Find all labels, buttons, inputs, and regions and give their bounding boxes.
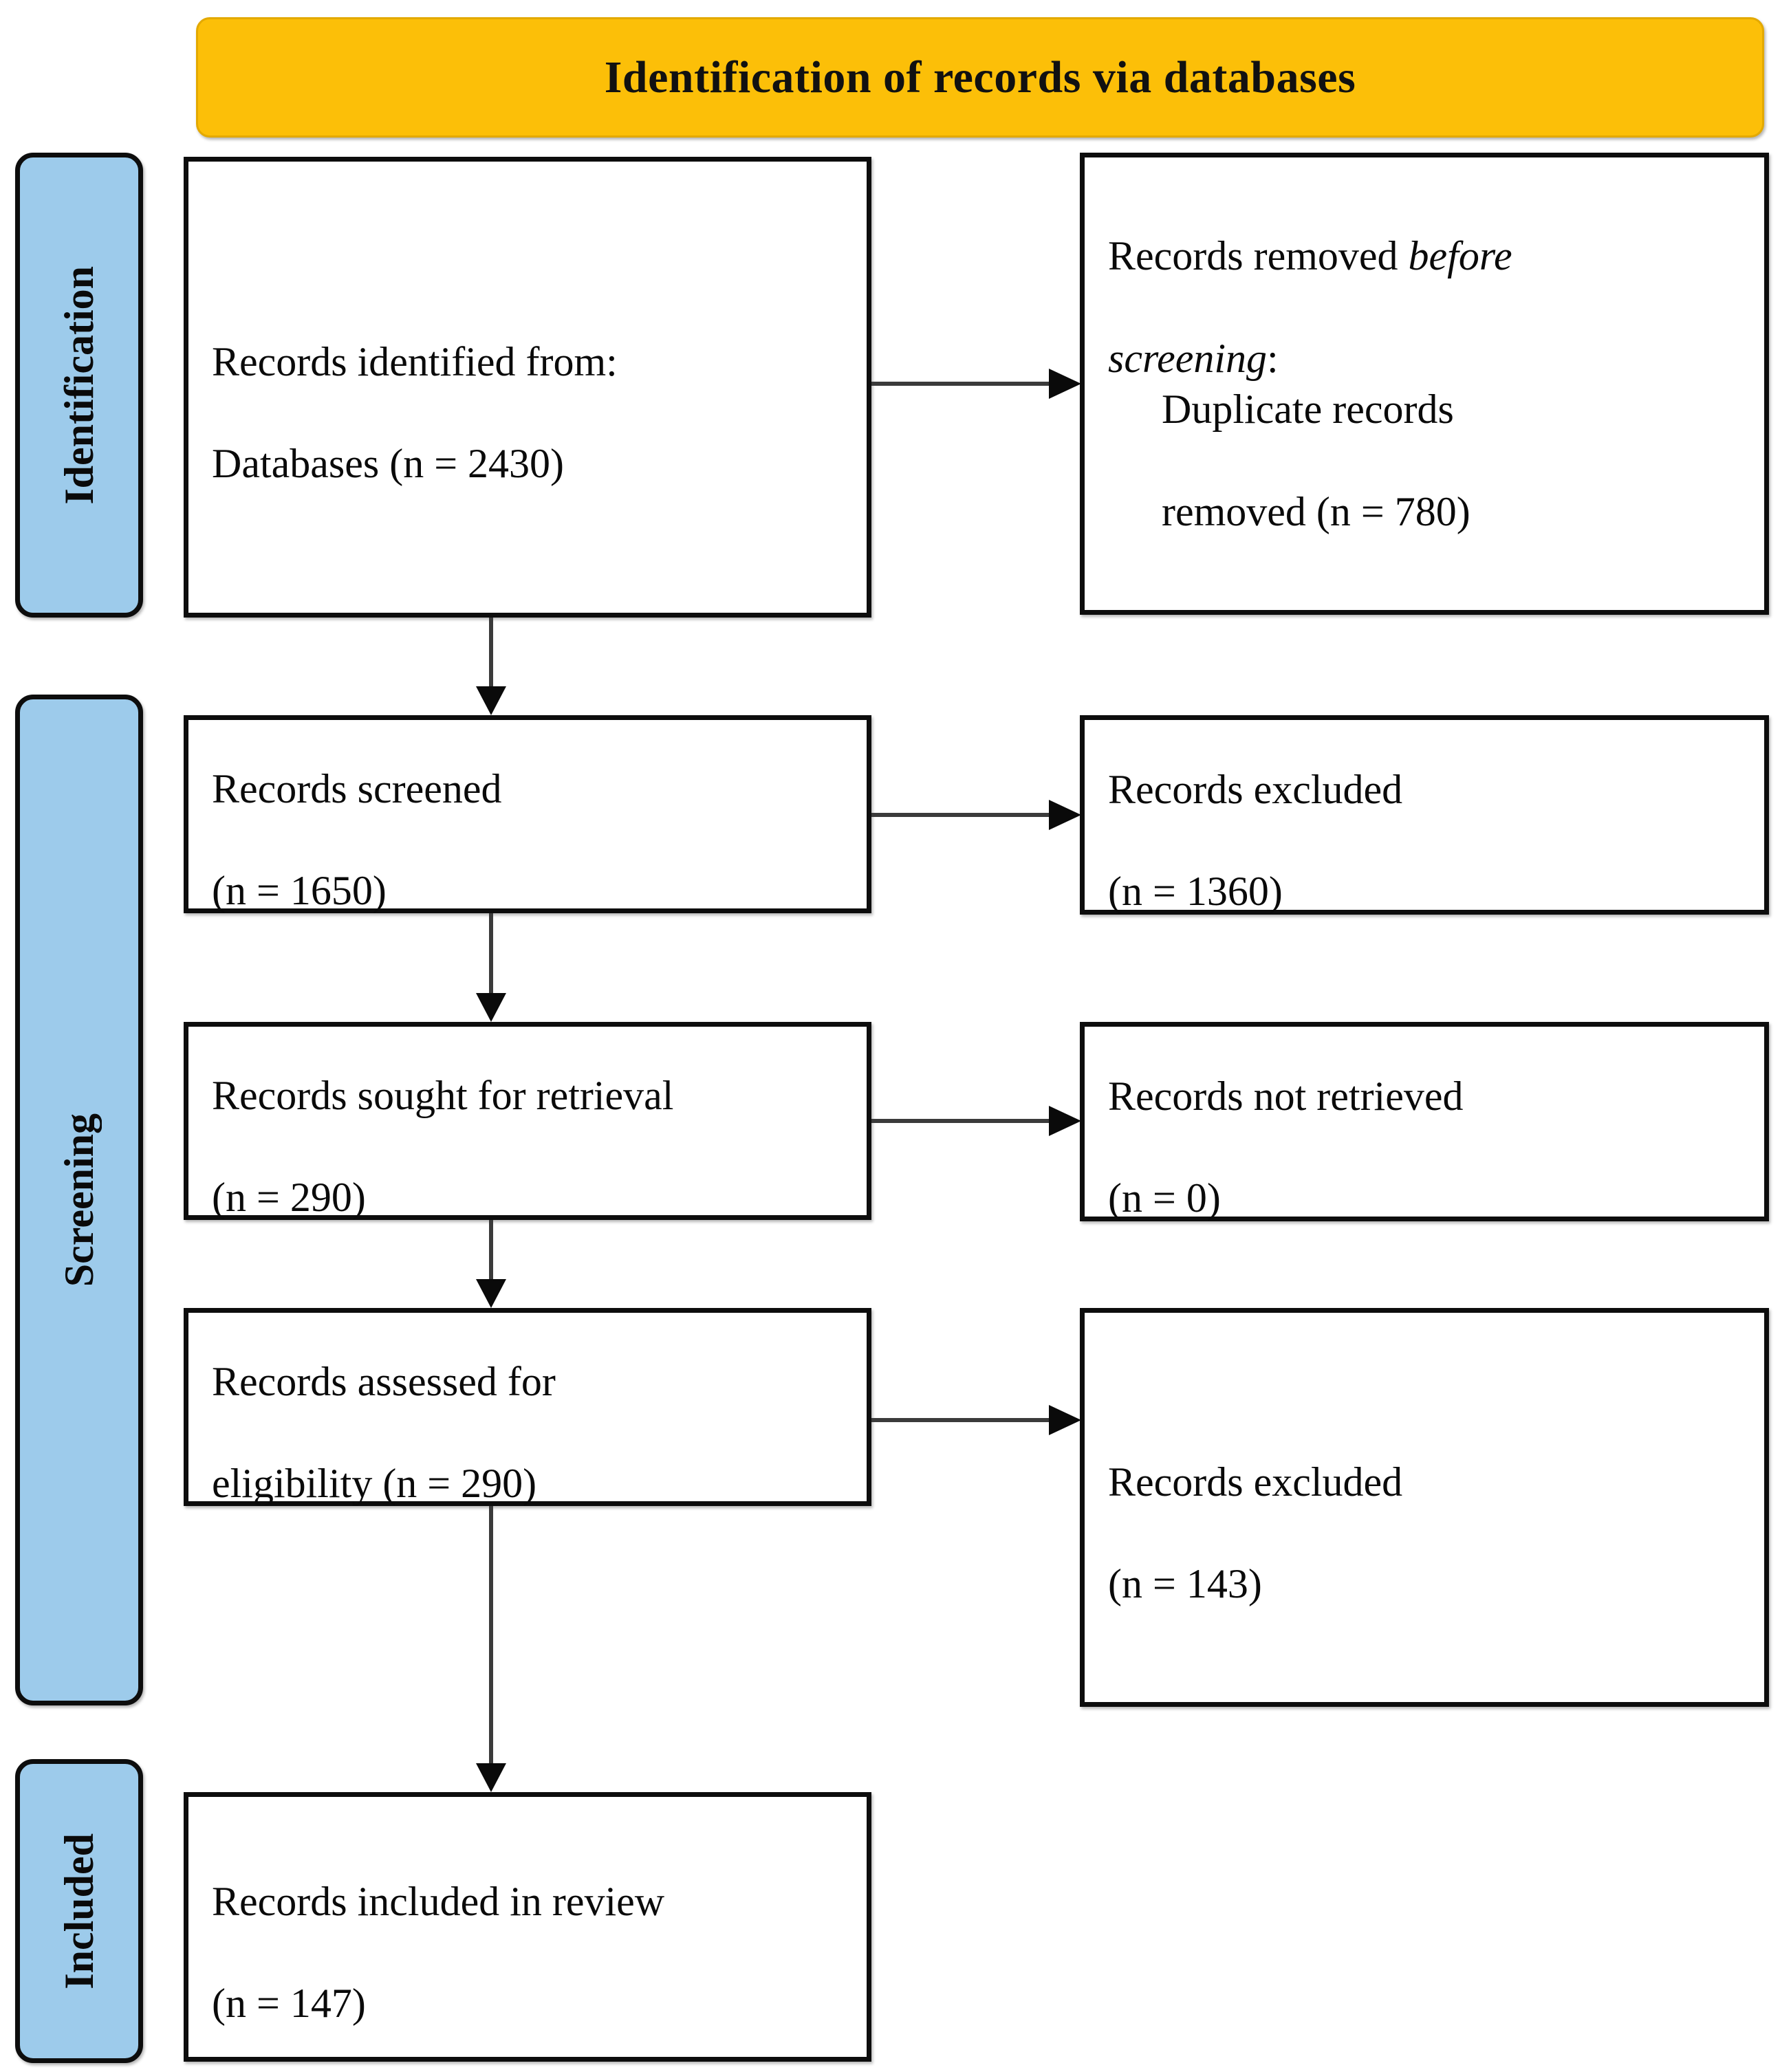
box-records-excluded-screening-text: Records excluded (n = 1360) xyxy=(1085,712,1764,917)
records-sought-line1: Records sought for retrieval xyxy=(212,1072,674,1118)
box-records-sought-text: Records sought for retrieval (n = 290) xyxy=(188,1018,867,1223)
box-records-removed[interactable]: Records removed before screening: Duplic… xyxy=(1080,153,1769,615)
arrow-sought-to-not-retrieved xyxy=(871,1106,1081,1136)
page-title: Identification of records via databases xyxy=(604,52,1356,102)
records-screened-line2: (n = 1650) xyxy=(212,868,387,914)
arrow-screened-to-excluded xyxy=(871,800,1081,830)
stage-tab-identification[interactable]: Identification xyxy=(15,153,143,618)
box-records-sought[interactable]: Records sought for retrieval (n = 290) xyxy=(184,1022,871,1220)
box-records-screened-text: Records screened (n = 1650) xyxy=(188,712,867,917)
records-excluded-eligibility-line2: (n = 143) xyxy=(1108,1561,1262,1607)
records-removed-indent-line2: removed (n = 780) xyxy=(1162,488,1470,534)
arrow-assessed-to-included xyxy=(476,1506,506,1792)
records-removed-colon: : xyxy=(1267,335,1279,381)
box-records-included[interactable]: Records included in review (n = 147) xyxy=(184,1792,871,2062)
arrow-identified-to-screened xyxy=(476,618,506,715)
box-records-assessed-text: Records assessed for eligibility (n = 29… xyxy=(188,1305,867,1509)
records-included-line1: Records included in review xyxy=(212,1878,665,1924)
stage-tab-screening-label: Screening xyxy=(56,1113,102,1287)
records-removed-italic-before: before xyxy=(1408,232,1512,279)
arrow-identified-to-removed xyxy=(871,369,1081,399)
arrow-screened-to-sought xyxy=(476,913,506,1022)
box-records-excluded-eligibility-text: Records excluded (n = 143) xyxy=(1085,1405,1764,1610)
stage-tab-identification-label: Identification xyxy=(56,265,102,505)
box-records-not-retrieved-text: Records not retrieved (n = 0) xyxy=(1085,1019,1764,1224)
records-assessed-line1: Records assessed for xyxy=(212,1358,556,1404)
records-identified-line1: Records identified from: xyxy=(212,338,618,384)
records-excluded-screening-line2: (n = 1360) xyxy=(1108,869,1283,915)
box-records-assessed[interactable]: Records assessed for eligibility (n = 29… xyxy=(184,1308,871,1506)
box-records-excluded-eligibility[interactable]: Records excluded (n = 143) xyxy=(1080,1308,1769,1707)
header-banner: Identification of records via databases xyxy=(196,17,1764,138)
arrow-assessed-to-excluded-eligibility xyxy=(871,1405,1081,1435)
box-records-identified[interactable]: Records identified from: Databases (n = … xyxy=(184,157,871,618)
records-screened-line1: Records screened xyxy=(212,765,502,811)
records-removed-italic-screening: screening xyxy=(1108,335,1268,381)
records-not-retrieved-line1: Records not retrieved xyxy=(1108,1073,1464,1119)
records-excluded-screening-line1: Records excluded xyxy=(1108,766,1403,812)
records-not-retrieved-line2: (n = 0) xyxy=(1108,1175,1221,1221)
box-records-included-text: Records included in review (n = 147) xyxy=(188,1824,867,2029)
box-records-not-retrieved[interactable]: Records not retrieved (n = 0) xyxy=(1080,1022,1769,1221)
box-records-screened[interactable]: Records screened (n = 1650) xyxy=(184,715,871,913)
box-records-excluded-screening[interactable]: Records excluded (n = 1360) xyxy=(1080,715,1769,915)
stage-tab-included[interactable]: Included xyxy=(15,1759,143,2063)
records-removed-line1: Records removed xyxy=(1108,232,1409,279)
records-identified-line2: Databases (n = 2430) xyxy=(212,441,565,487)
box-records-identified-text: Records identified from: Databases (n = … xyxy=(188,285,867,490)
records-excluded-eligibility-line1: Records excluded xyxy=(1108,1459,1403,1505)
records-sought-line2: (n = 290) xyxy=(212,1175,366,1221)
records-included-line2: (n = 147) xyxy=(212,1981,366,2027)
stage-tab-included-label: Included xyxy=(56,1833,102,1989)
records-assessed-line2: eligibility (n = 290) xyxy=(212,1461,537,1507)
arrow-sought-to-assessed xyxy=(476,1220,506,1308)
stage-tab-screening[interactable]: Screening xyxy=(15,695,143,1705)
box-records-removed-text: Records removed before screening: Duplic… xyxy=(1085,179,1764,588)
records-removed-indent-line1: Duplicate records xyxy=(1162,386,1454,432)
